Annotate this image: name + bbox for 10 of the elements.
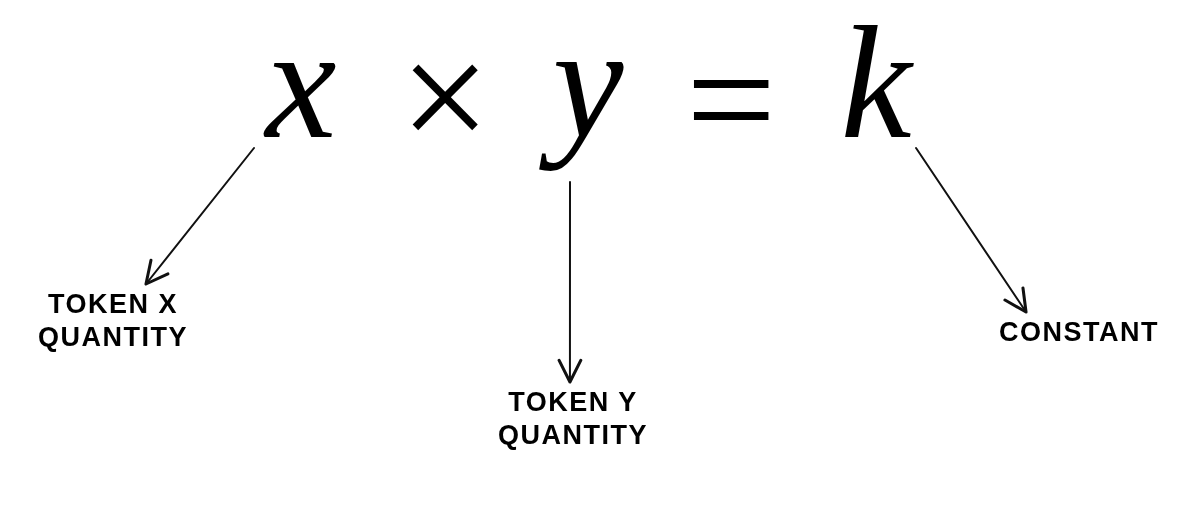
leader-arrow — [144, 147, 255, 286]
leader-arrow — [557, 181, 583, 384]
equals-sign: = — [684, 76, 778, 124]
annotation-label: CONSTANT — [988, 316, 1170, 349]
formula-variable: x — [256, 58, 346, 144]
leader-arrow — [915, 147, 1028, 314]
formula-variable: k — [832, 22, 920, 146]
annotation-label: TOKEN X QUANTITY — [28, 288, 198, 354]
multiplication-sign: × — [400, 66, 490, 148]
annotation-label: TOKEN Y QUANTITY — [488, 386, 658, 452]
